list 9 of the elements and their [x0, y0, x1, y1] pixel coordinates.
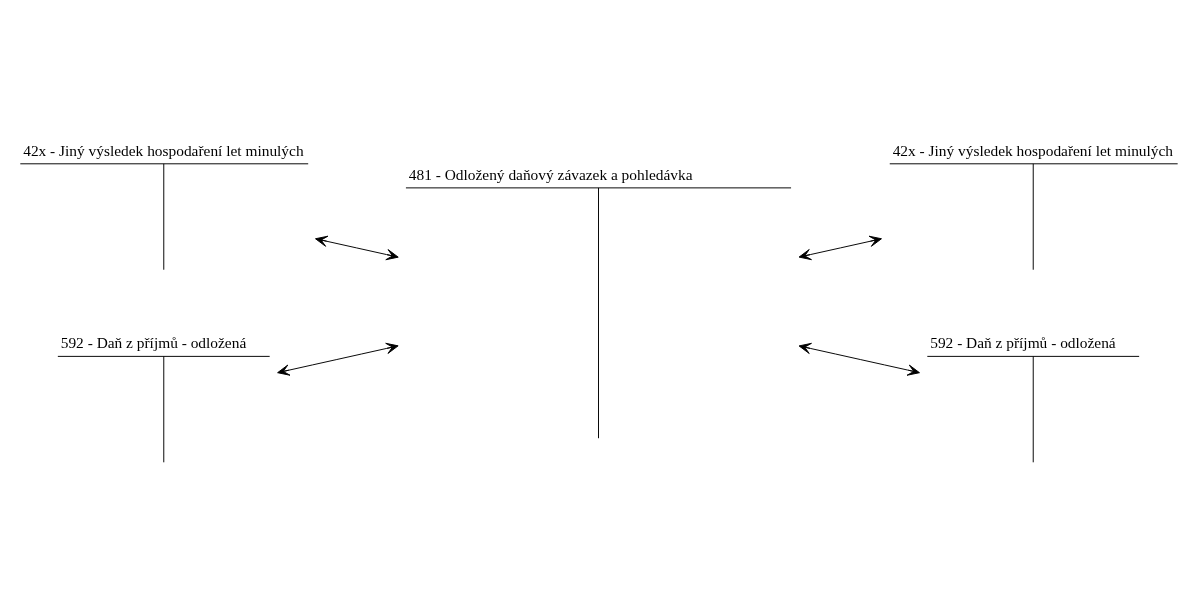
arrow — [315, 235, 399, 261]
node-text: 481 - Odložený daňový závazek a pohledávka — [408, 165, 693, 183]
arrow — [277, 342, 399, 376]
node-text: 42x - Jiný výsledek hospodaření let minulých — [23, 141, 304, 159]
arrow — [798, 342, 920, 376]
node-text: 592 - Daň z příjmů - odložená — [60, 334, 247, 352]
node-text: 592 - Daň z příjmů - odložená — [930, 334, 1116, 352]
node-text: 42x - Jiný výsledek hospodaření let minulých — [892, 141, 1174, 159]
arrow — [798, 235, 882, 261]
